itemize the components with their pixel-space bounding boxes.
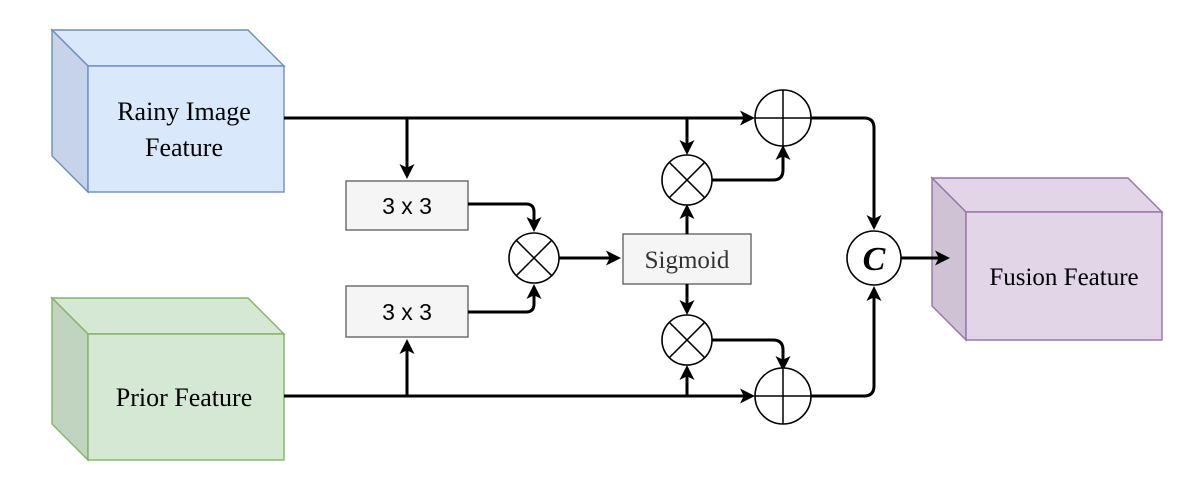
prior-cube-front: [87, 333, 285, 461]
wire-bottom-mul-to-bottom-add: [712, 338, 791, 371]
conv-bottom-block: 3 x 3: [345, 285, 469, 338]
fusion-cube-front: [965, 211, 1163, 341]
fusion-cube-top: [930, 177, 1164, 213]
sigmoid-block: Sigmoid: [622, 233, 752, 285]
multiply-top-op: [661, 154, 713, 206]
multiply-bottom-op: [661, 314, 713, 366]
rainy-cube-front: [87, 65, 285, 193]
wire-conv-top-to-mul: [468, 202, 542, 232]
multiply-top-icon: [668, 161, 706, 199]
connections: [284, 110, 950, 404]
multiply-bottom-icon: [668, 321, 706, 359]
add-top-op: [754, 89, 812, 147]
conv-top-block: 3 x 3: [345, 180, 469, 231]
wire-top-mul-to-top-add: [712, 145, 791, 182]
rainy-label-line2: Feature: [145, 133, 223, 162]
prior-feature-block: Prior Feature: [50, 296, 286, 462]
rainy-cube-top: [50, 29, 286, 67]
wire-conv-bottom-to-mul: [468, 284, 542, 314]
conv-bottom-label: 3 x 3: [382, 299, 432, 325]
multiply-center-op: [508, 232, 560, 284]
fusion-feature-block: Fusion Feature: [930, 176, 1164, 342]
multiply-center-icon: [515, 239, 553, 277]
sigmoid-label: Sigmoid: [645, 247, 730, 274]
wire-top-add-to-concat: [811, 116, 882, 230]
rainy-label-line1: Rainy Image: [117, 97, 251, 126]
concat-op: C: [846, 230, 902, 286]
prior-label: Prior Feature: [116, 383, 252, 412]
rainy-image-feature-block: Rainy Image Feature: [50, 28, 286, 194]
concat-circle: [846, 230, 902, 286]
prior-cube-top: [50, 297, 286, 335]
add-bottom-icon: [755, 368, 811, 424]
add-top-icon: [755, 90, 811, 146]
conv-top-label: 3 x 3: [382, 193, 432, 219]
concat-label: C: [863, 241, 886, 278]
fusion-label: Fusion Feature: [989, 264, 1138, 291]
add-bottom-op: [754, 367, 812, 425]
wire-bottom-add-to-concat: [811, 286, 882, 398]
sigmoid-box: [622, 233, 752, 285]
